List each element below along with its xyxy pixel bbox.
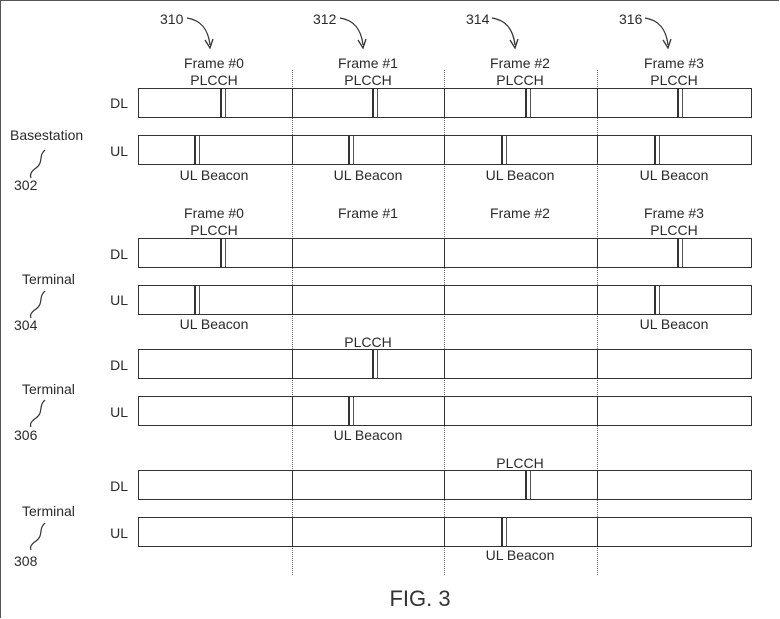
ul-beacon-label: UL Beacon	[486, 547, 555, 563]
beacon-slot	[501, 136, 507, 164]
frame-label-1: Frame #1	[338, 55, 398, 71]
ref-308: 308	[14, 553, 37, 569]
ul-beacon-label: UL Beacon	[334, 427, 403, 443]
beacon-slot	[654, 286, 660, 314]
plcch-slot	[372, 89, 378, 117]
ul-label: UL	[110, 404, 128, 420]
ul-beacon-label: UL Beacon	[334, 167, 403, 183]
plcch-label: PLCCH	[344, 72, 391, 88]
ul-label: UL	[110, 525, 128, 541]
frame-label-3: Frame #3	[644, 205, 704, 221]
frame-label-3: Frame #3	[644, 55, 704, 71]
ul-beacon-label: UL Beacon	[486, 167, 555, 183]
terminal-304-dl-bar	[138, 238, 752, 268]
ref-304: 304	[14, 317, 37, 333]
plcch-label: PLCCH	[496, 72, 543, 88]
entity-terminal-304: Terminal	[22, 271, 75, 287]
basestation-ul-bar	[138, 135, 752, 165]
plcch-slot	[677, 89, 683, 117]
plcch-slot	[372, 350, 378, 378]
terminal-306-ul-bar	[138, 396, 752, 426]
dl-label: DL	[110, 246, 128, 262]
ref-310: 310	[160, 11, 183, 27]
entity-terminal-306: Terminal	[22, 381, 75, 397]
ref-306: 306	[14, 427, 37, 443]
terminal-306-dl-bar	[138, 349, 752, 379]
beacon-slot	[501, 518, 507, 546]
ul-beacon-label: UL Beacon	[180, 316, 249, 332]
ul-beacon-label: UL Beacon	[640, 167, 709, 183]
terminal-308-dl-bar	[138, 470, 752, 500]
ref-314: 314	[466, 11, 489, 27]
terminal-304-ul-bar	[138, 285, 752, 315]
beacon-slot	[194, 136, 200, 164]
frame-label-0: Frame #0	[184, 55, 244, 71]
frame-label-2: Frame #2	[490, 55, 550, 71]
plcch-label: PLCCH	[496, 455, 543, 471]
plcch-label: PLCCH	[190, 222, 237, 238]
plcch-label: PLCCH	[344, 334, 391, 350]
basestation-dl-bar	[138, 88, 752, 118]
terminal-308-ul-bar	[138, 517, 752, 547]
plcch-slot	[220, 89, 226, 117]
beacon-slot	[654, 136, 660, 164]
ref-316: 316	[619, 11, 642, 27]
frame-label-1: Frame #1	[338, 205, 398, 221]
entity-terminal-308: Terminal	[22, 503, 75, 519]
dl-label: DL	[110, 478, 128, 494]
plcch-slot	[525, 471, 531, 499]
ul-label: UL	[110, 143, 128, 159]
frame-label-2: Frame #2	[490, 205, 550, 221]
plcch-label: PLCCH	[650, 72, 697, 88]
ul-beacon-label: UL Beacon	[180, 167, 249, 183]
plcch-slot	[525, 89, 531, 117]
ref-302: 302	[14, 177, 37, 193]
beacon-slot	[348, 136, 354, 164]
ul-beacon-label: UL Beacon	[640, 316, 709, 332]
figure-label: FIG. 3	[389, 587, 450, 611]
frame-label-0: Frame #0	[184, 205, 244, 221]
dl-label: DL	[110, 95, 128, 111]
entity-basestation: Basestation	[10, 127, 83, 143]
plcch-label: PLCCH	[650, 222, 697, 238]
dl-label: DL	[110, 357, 128, 373]
plcch-slot	[677, 239, 683, 267]
ref-312: 312	[313, 11, 336, 27]
ul-label: UL	[110, 292, 128, 308]
beacon-slot	[194, 286, 200, 314]
beacon-slot	[348, 397, 354, 425]
plcch-slot	[220, 239, 226, 267]
plcch-label: PLCCH	[190, 72, 237, 88]
